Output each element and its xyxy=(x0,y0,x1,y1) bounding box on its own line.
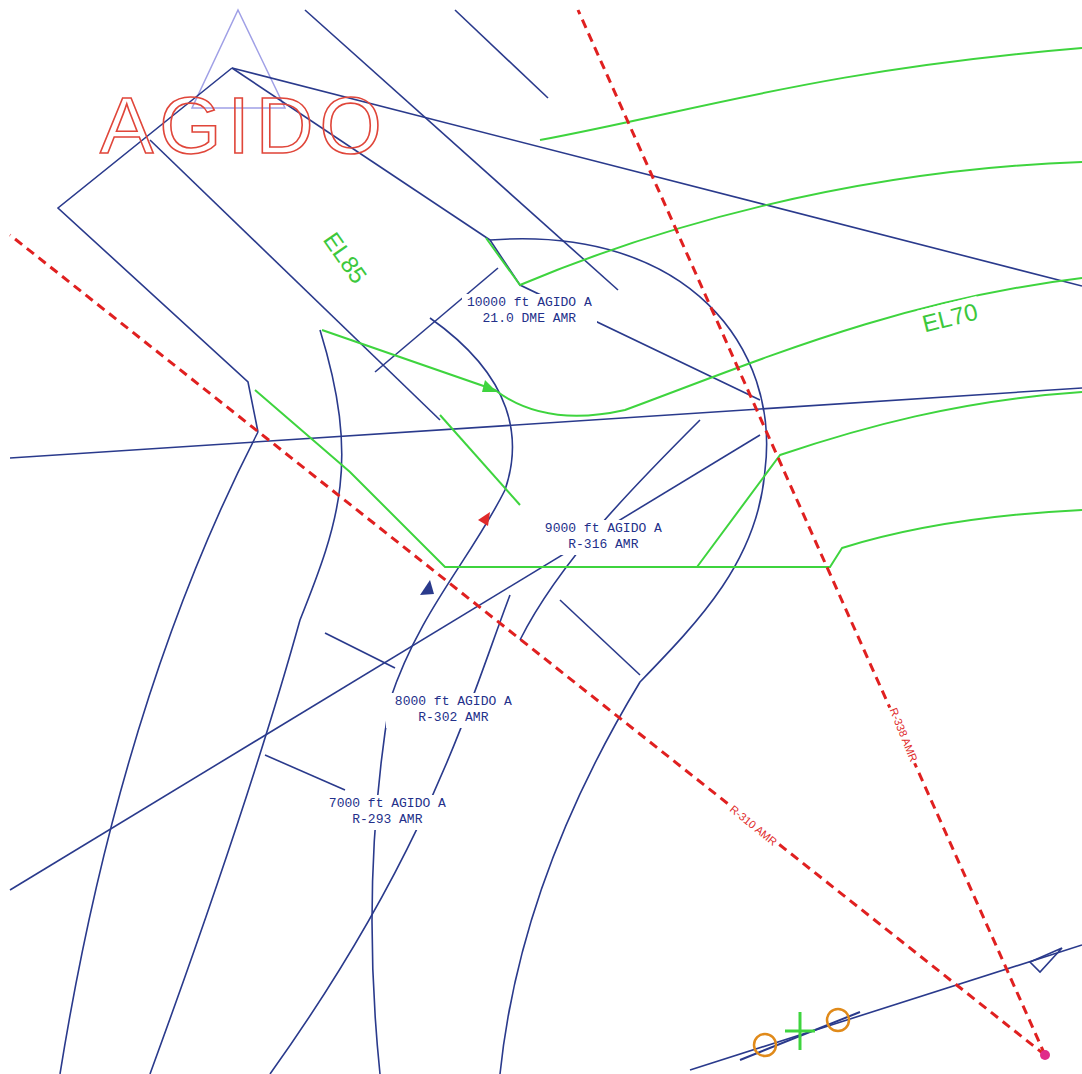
protection-area xyxy=(10,10,1082,1074)
altitude-label: 10000 ft AGIDO A 21.0 DME AMR xyxy=(462,294,597,329)
radial-line xyxy=(10,10,1045,1055)
elevation-label: EL85 xyxy=(315,224,375,292)
radial-label: R-310 AMR xyxy=(725,802,781,851)
elevation-label: EL70 xyxy=(916,296,983,340)
altitude-label: 8000 ft AGIDO A R-302 AMR xyxy=(386,693,521,728)
fix-name: AGIDO xyxy=(100,86,388,166)
track-arrow xyxy=(482,380,497,392)
altitude-label: 9000 ft AGIDO A R-316 AMR xyxy=(536,520,671,555)
radial-label: R-338 AMR xyxy=(885,704,921,766)
altitude-label: 7000 ft AGIDO A R-293 AMR xyxy=(320,795,455,830)
position-marker xyxy=(478,512,490,526)
airport-symbol xyxy=(740,1009,1050,1060)
track-arrow xyxy=(420,580,434,595)
